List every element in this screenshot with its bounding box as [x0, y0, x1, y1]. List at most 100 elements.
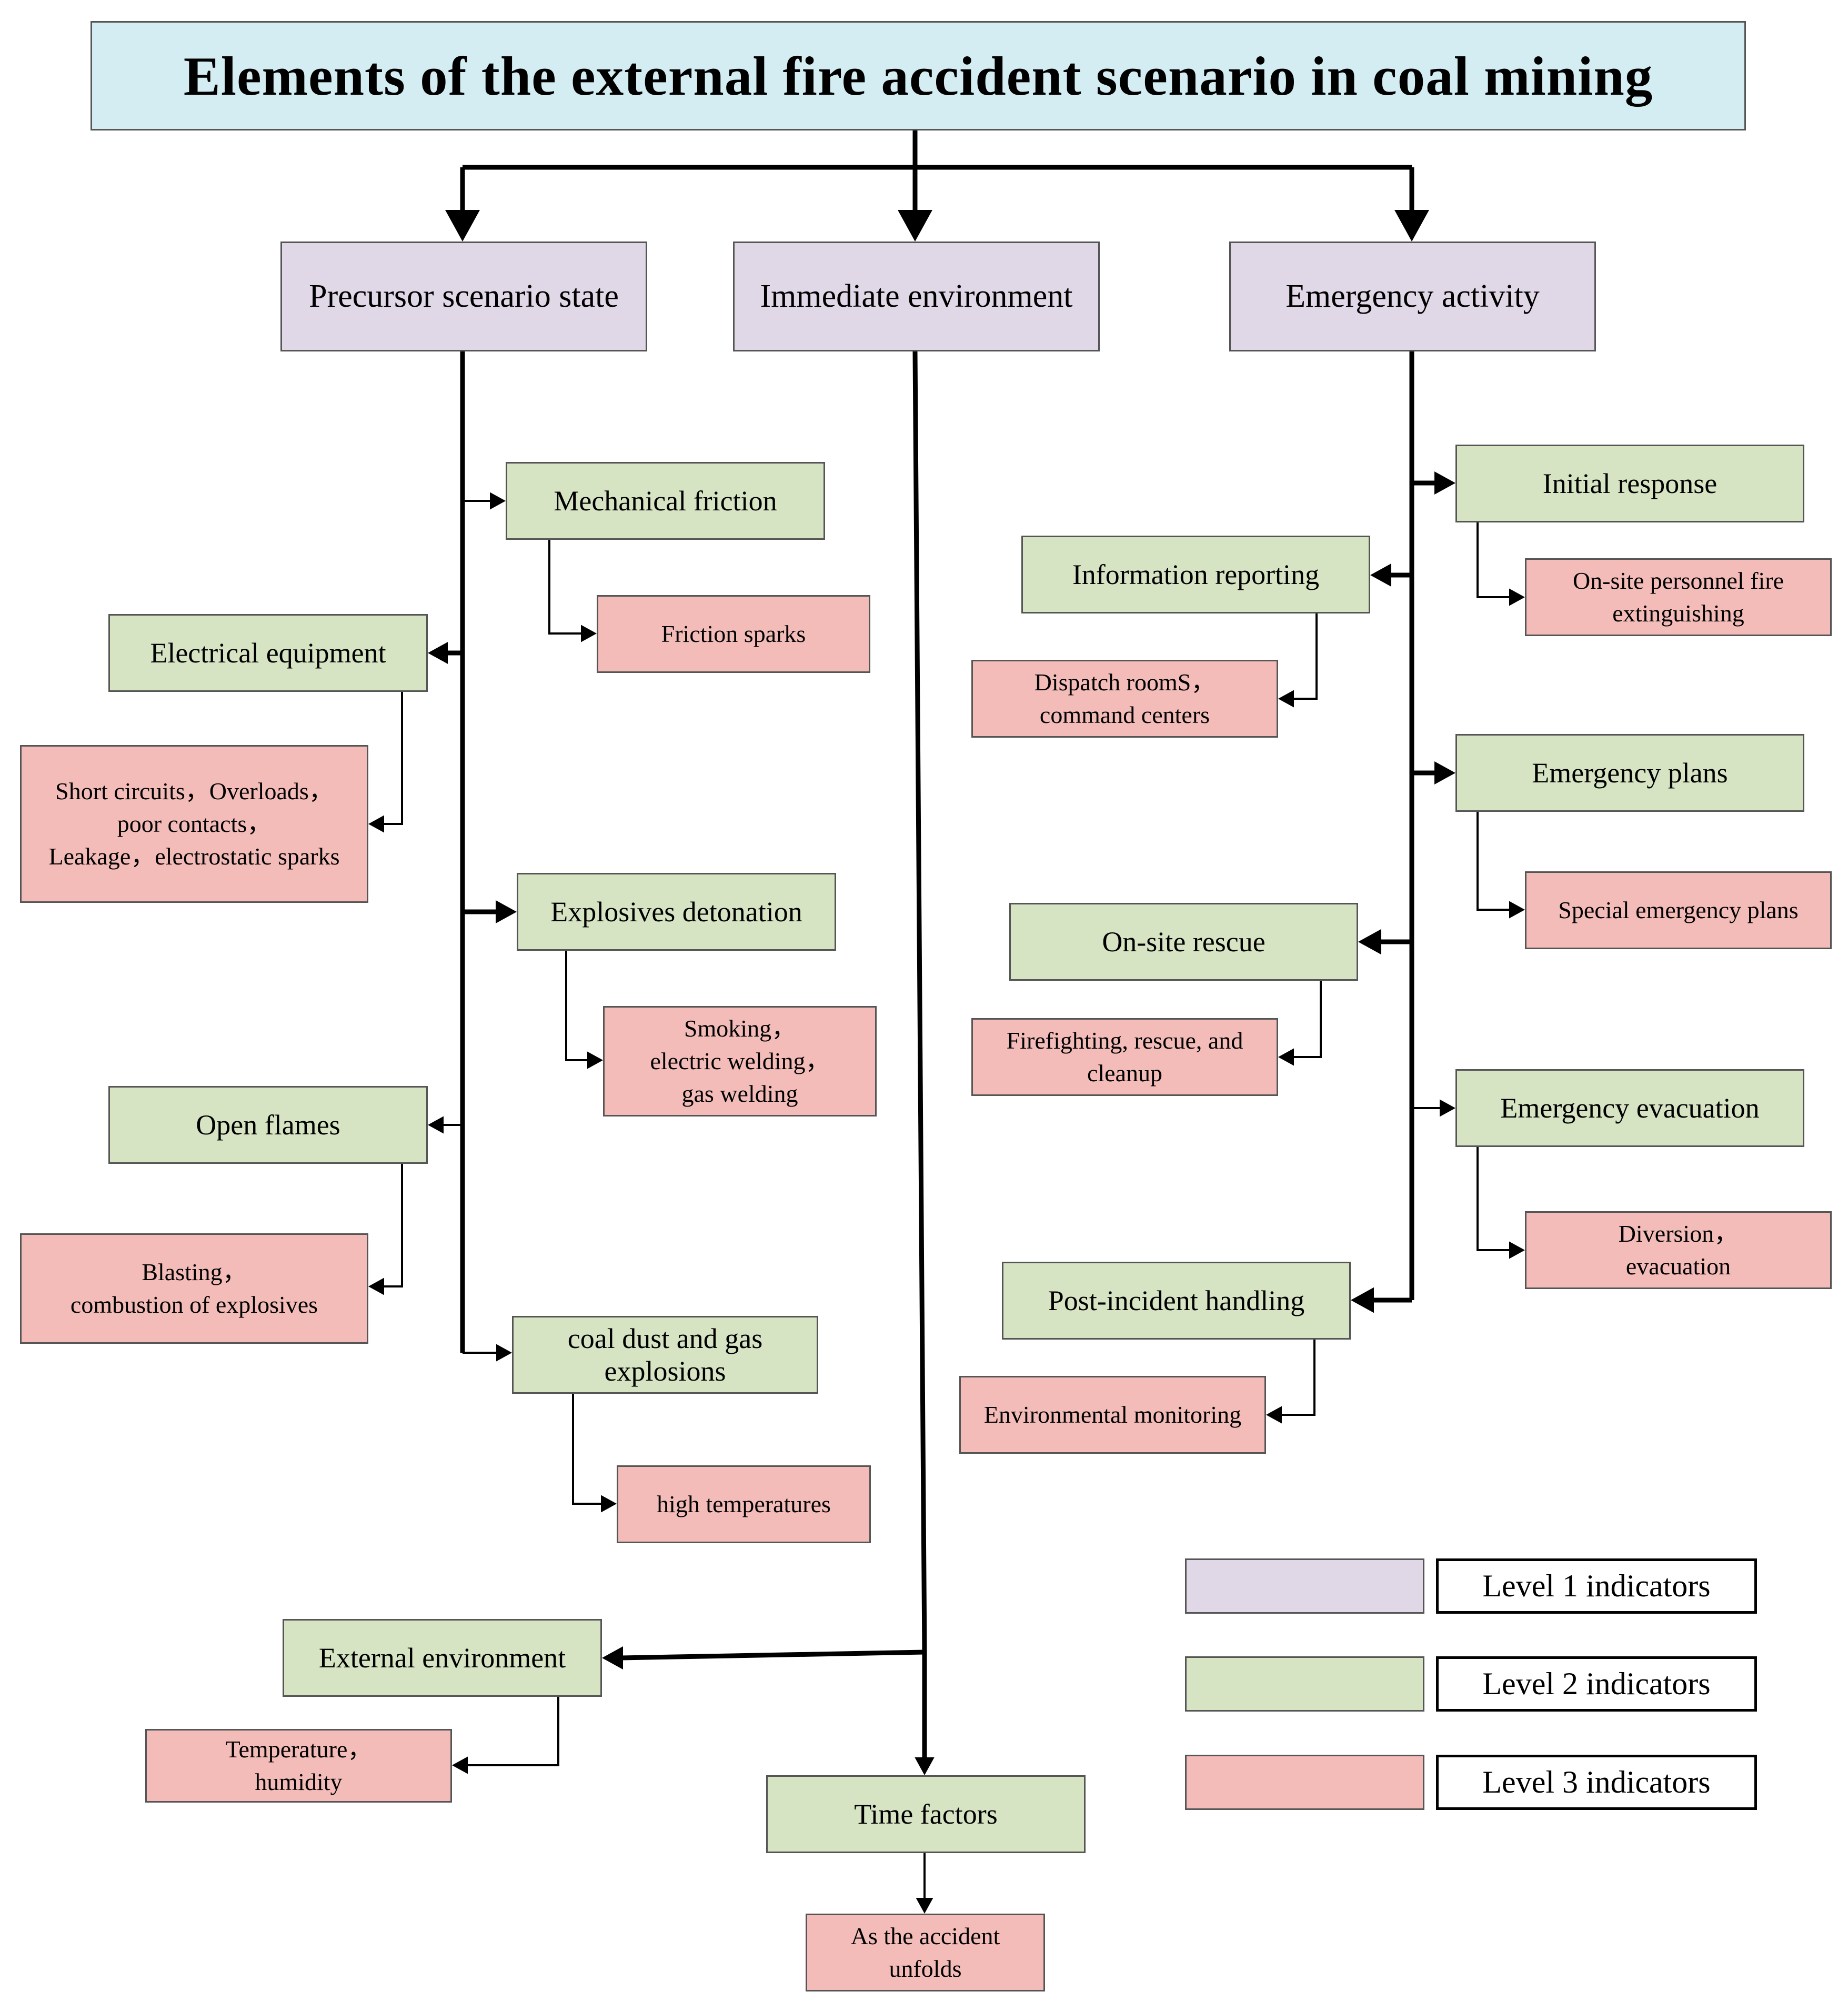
node-label: Dispatch roomS， command centers [1034, 668, 1216, 728]
node-precursor-scenario-state: Precursor scenario state [280, 242, 647, 351]
node-label: Information reporting [1072, 559, 1320, 590]
node-emergency-plans: Emergency plans [1455, 734, 1804, 812]
arrowhead-friction-sparks [581, 625, 597, 642]
node-label: Post-incident handling [1048, 1285, 1305, 1316]
node-high-temperatures: high temperatures [617, 1465, 871, 1543]
connector-electrical-causes [383, 692, 403, 825]
node-label: Time factors [854, 1798, 998, 1830]
connector-friction-sparks [548, 540, 583, 635]
connector-diversion [1477, 1147, 1511, 1251]
node-post-incident-handling: Post-incident handling [1002, 1262, 1351, 1340]
legend-swatch-level2 [1185, 1656, 1424, 1712]
arrowhead-post-incident [1351, 1287, 1374, 1313]
connector-external-environment [620, 1649, 925, 1661]
node-special-emergency-plans: Special emergency plans [1525, 871, 1832, 949]
node-label: Open flames [196, 1109, 340, 1141]
node-label: On-site personnel fire extinguishing [1572, 567, 1784, 627]
connector-temperature-humidity [466, 1697, 559, 1766]
node-onsite-personnel-extinguishing: On-site personnel fire extinguishing [1525, 558, 1832, 636]
node-coal-dust-gas-explosions: coal dust and gas explosions [512, 1316, 818, 1394]
node-label: Electrical equipment [150, 637, 386, 669]
arrowhead-electrical-equipment [428, 642, 448, 664]
arrowhead-coal-dust [496, 1344, 512, 1362]
node-dispatch-rooms: Dispatch roomS， command centers [971, 660, 1278, 738]
connector-firefighting [1292, 981, 1322, 1058]
node-label: Mechanical friction [554, 485, 777, 517]
legend-swatch-level1 [1185, 1558, 1424, 1614]
arrowhead-open-flames-causes [368, 1277, 384, 1295]
node-electrical-causes: Short circuits，Overloads， poor contacts，… [20, 745, 368, 903]
node-immediate-environment: Immediate environment [733, 242, 1100, 351]
connector-high-temperatures [572, 1394, 603, 1505]
node-label: coal dust and gas explosions [567, 1323, 763, 1387]
connector-environmental-monitoring [1280, 1340, 1315, 1416]
node-mechanical-friction: Mechanical friction [506, 462, 825, 540]
connector-open-flames-causes [383, 1164, 403, 1287]
arrowhead-precursor [445, 210, 480, 242]
arrowhead-time-factors [915, 1757, 935, 1775]
arrowhead-emergency-evacuation [1440, 1099, 1455, 1117]
connector-immediate-trunk-upper [912, 351, 927, 1653]
arrowhead-firefighting [1278, 1048, 1294, 1066]
node-explosives-detonation: Explosives detonation [517, 873, 836, 951]
node-open-flames: Open flames [108, 1086, 428, 1164]
node-label: Emergency plans [1532, 757, 1728, 789]
arrowhead-high-temperatures [601, 1495, 617, 1513]
arrowhead-emergency-plans [1434, 761, 1455, 784]
node-label: Initial response [1542, 468, 1718, 499]
node-time-factors: Time factors [766, 1775, 1086, 1853]
arrowhead-special-plans [1509, 901, 1525, 919]
arrowhead-dispatch-rooms [1278, 690, 1294, 708]
arrowhead-environmental-monitoring [1266, 1406, 1282, 1424]
node-friction-sparks: Friction sparks [597, 595, 870, 673]
arrowhead-external-environment [602, 1646, 623, 1669]
arrowhead-electrical-causes [368, 815, 384, 833]
node-label: Explosives detonation [550, 896, 802, 928]
node-label: Short circuits，Overloads， poor contacts，… [48, 777, 340, 870]
node-diversion-evacuation: Diversion， evacuation [1525, 1211, 1832, 1289]
node-open-flames-causes: Blasting， combustion of explosives [20, 1233, 368, 1344]
connector-detonation-causes [565, 951, 589, 1061]
node-external-environment: External environment [283, 1619, 602, 1697]
legend-label-level3: Level 3 indicators [1436, 1755, 1757, 1810]
node-label: Blasting， combustion of explosives [70, 1258, 318, 1318]
diagram-title-text: Elements of the external fire accident s… [183, 45, 1653, 107]
node-label: Special emergency plans [1558, 896, 1799, 923]
arrowhead-onsite-personnel [1509, 588, 1525, 606]
node-label: Immediate environment [760, 278, 1073, 314]
node-emergency-activity: Emergency activity [1229, 242, 1596, 351]
node-label: Smoking， electric welding， gas welding [650, 1014, 830, 1108]
node-detonation-causes: Smoking， electric welding， gas welding [603, 1006, 877, 1116]
node-label: Environmental monitoring [983, 1401, 1242, 1428]
node-label: Friction sparks [661, 620, 806, 647]
arrowhead-onsite-rescue [1358, 929, 1381, 955]
arrowhead-explosives-detonation [496, 900, 517, 923]
arrowhead-initial-response [1434, 471, 1455, 495]
node-label: As the accident unfolds [850, 1922, 1000, 1982]
legend-label-level2: Level 2 indicators [1436, 1656, 1757, 1712]
arrowhead-diversion [1509, 1241, 1525, 1259]
node-label: Temperature， humidity [225, 1735, 372, 1795]
diagram-title: Elements of the external fire accident s… [91, 21, 1746, 130]
node-label: Precursor scenario state [309, 278, 619, 314]
arrowhead-information-reporting [1370, 564, 1391, 587]
legend-label-level1: Level 1 indicators [1436, 1558, 1757, 1614]
arrowhead-mechanical-friction [490, 492, 506, 510]
node-label: Emergency activity [1285, 278, 1540, 314]
node-label: On-site rescue [1102, 926, 1266, 958]
arrowhead-emergency [1394, 210, 1429, 242]
connector-onsite-personnel [1477, 522, 1511, 598]
node-electrical-equipment: Electrical equipment [108, 614, 428, 692]
node-temperature-humidity: Temperature， humidity [145, 1729, 452, 1803]
node-onsite-rescue: On-site rescue [1009, 903, 1358, 981]
arrowhead-accident-unfolds [916, 1898, 933, 1914]
node-emergency-evacuation: Emergency evacuation [1455, 1069, 1804, 1147]
node-label: Diversion， evacuation [1618, 1220, 1739, 1280]
node-label: Firefighting, rescue, and cleanup [1006, 1027, 1243, 1087]
node-firefighting-rescue-cleanup: Firefighting, rescue, and cleanup [971, 1018, 1278, 1096]
node-accident-unfolds: As the accident unfolds [806, 1914, 1045, 1991]
arrowhead-open-flames [428, 1116, 444, 1134]
arrowhead-temperature-humidity [452, 1756, 468, 1774]
